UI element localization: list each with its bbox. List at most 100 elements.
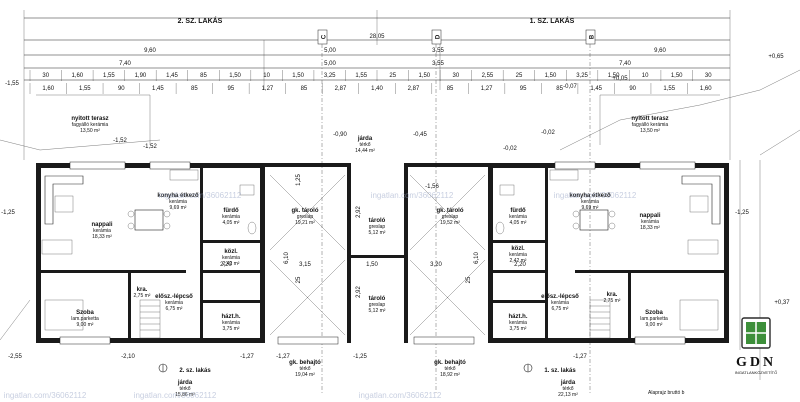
room-area-gk-tarolo-2: 19,21 m² [295,220,315,226]
room-material-kozl-2: kerámia [222,255,240,261]
watermarks: ingatlan.com/36062112 ingatlan.com/360621… [4,191,637,400]
row3-20: 1,50 [671,73,683,79]
room-material-behajto-1: térkő [444,366,455,372]
level-18: -1,25 [1,210,15,216]
row4-14: 85 [556,86,563,92]
room-material-furdo-2: kerámia [222,214,240,220]
row4-17: 1,55 [663,86,675,92]
header-right: 1. SZ. LAKÁS [530,16,575,25]
row3-13: 30 [453,73,460,79]
room-area-jarda-1: 22,13 m² [558,392,578,398]
room-name-kozl-1: közl. [511,246,525,252]
row3-14: 2,55 [482,73,494,79]
row4-10: 2,87 [408,86,420,92]
row3-18: 1,50 [608,73,620,79]
row4-9: 1,40 [371,86,383,92]
inner-dim-7: 2,92 [356,206,362,218]
row3-10: 1,55 [355,73,367,79]
row4-6: 1,27 [262,86,274,92]
unit-label-right: 1. sz. lakás [544,368,576,374]
level-9: +0,65 [768,54,784,60]
room-name-konyha-2: konyha étkező [157,193,199,199]
level-2: -0,90 [333,132,347,138]
room-area-tarolo-up: 5,12 m² [369,230,386,236]
watermark-2: ingatlan.com/36062112 [371,191,454,200]
row4-12: 1,27 [481,86,493,92]
inner-dim-6: 2,20 [514,262,526,268]
room-name-szoba-1: Szoba [645,310,663,316]
level-5: -0,02 [503,146,517,152]
room-name-behajto-1: gk. behajtó [434,360,466,366]
row4-1: 1,55 [79,86,91,92]
room-area-kra-2: 2,75 m² [134,293,151,299]
row3-19: 10 [642,73,649,79]
level-15: -1,27 [573,354,587,360]
row4-13: 95 [520,86,527,92]
axis-markers: C D B [317,29,596,395]
room-area-nappali-2: 18,33 m² [92,234,112,240]
room-material-nappali-2: kerámia [93,228,111,234]
inner-dim-10: 25 [466,276,472,283]
room-name-gk-tarolo-1: gk. tároló [436,208,463,214]
room-area-kra-1: 2,75 m² [604,298,621,304]
room-area-jarda-top: 14,44 m² [355,148,375,154]
room-material-jarda-top: térkő [359,142,370,148]
room-name-jarda-2: járda [177,380,193,386]
row3-15: 25 [516,73,523,79]
logo-sub: INGATLANKÖZVETÍTŐ [735,370,777,375]
room-name-terasz-1: nyitott terasz [631,116,668,122]
row4-3: 1,45 [152,86,164,92]
dim-row1-2: 3,55 [432,48,444,54]
inner-dim-4: 3,20 [430,262,442,268]
room-area-nappali-1: 18,33 m² [640,225,660,231]
room-name-nappali-1: nappali [639,213,660,219]
dim-total: 28,05 [369,34,385,40]
level-17: -2,55 [8,354,22,360]
room-material-kozl-1: kerámia [509,252,527,258]
room-material-gk-tarolo-1: greslap [442,214,459,220]
row3-4: 1,45 [166,73,178,79]
terrace-outline [0,69,800,380]
room-material-jarda-1: térkő [562,386,573,392]
level-marks: -1,55-1,52-0,90-0,45-0,02-0,02-1,52-1,56… [1,54,790,360]
row3-21: 30 [705,73,712,79]
level-8: +0,05 [612,76,628,82]
level-3: -0,45 [413,132,427,138]
level-0: -1,55 [5,81,19,87]
room-name-gk-tarolo-2: gk. tároló [291,208,318,214]
dim-row2-1: 5,00 [324,61,336,67]
room-area-eloszt-1: 6,75 m² [552,306,569,312]
unit-label-left: 2. sz. lakás [179,368,211,374]
room-name-nappali-2: nappali [91,222,112,228]
level-7: -1,56 [425,184,439,190]
row3-16: 1,50 [545,73,557,79]
row3-6: 1,50 [229,73,241,79]
room-name-jarda-top: járda [357,136,373,142]
room-area-furdo-1: 4,05 m² [510,220,527,226]
level-13: -1,27 [276,354,290,360]
inner-dim-8: 2,92 [356,286,362,298]
dim-row2-2: 3,55 [432,61,444,67]
row3-7: 10 [263,73,270,79]
room-material-terasz-2: fagyálló kerámia [72,122,109,128]
level-1: -1,52 [143,144,157,150]
room-material-nappali-1: kerámia [641,219,659,225]
top-dimension-lines [23,10,731,160]
row4-5: 95 [228,86,235,92]
room-material-terasz-1: fagyálló kerámia [632,122,669,128]
row3-2: 1,55 [103,73,115,79]
room-name-tarolo-up: tároló [369,218,386,224]
inner-dim-0: 6,10 [284,252,290,264]
level-14: -1,25 [353,354,367,360]
row3-0: 30 [42,73,49,79]
inner-dim-1: 6,10 [474,252,480,264]
watermark-5: ingatlan.com/36062112 [359,391,442,400]
furniture [41,169,721,339]
room-area-hazt-1: 3,75 m² [510,326,527,332]
room-area-behajto-2: 19,04 m² [295,372,315,378]
room-material-szoba-1: lam.parketta [640,316,668,322]
